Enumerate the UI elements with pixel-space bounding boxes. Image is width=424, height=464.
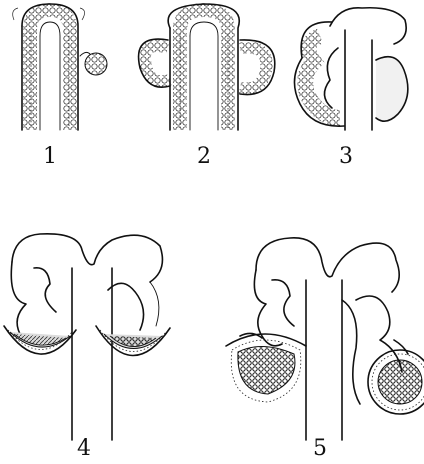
stage-4-label: 4	[77, 436, 91, 461]
stage-3-label: 3	[339, 144, 353, 169]
stage-1-drawing	[12, 2, 108, 131]
stage-2-drawing	[137, 2, 276, 131]
stage-3-drawing	[293, 6, 409, 131]
stage-2-label: 2	[197, 144, 211, 169]
stage-5-drawing	[225, 237, 424, 441]
stage-1-label: 1	[43, 144, 57, 169]
stage-4-drawing	[3, 233, 171, 441]
stage-5-label: 5	[313, 436, 327, 461]
